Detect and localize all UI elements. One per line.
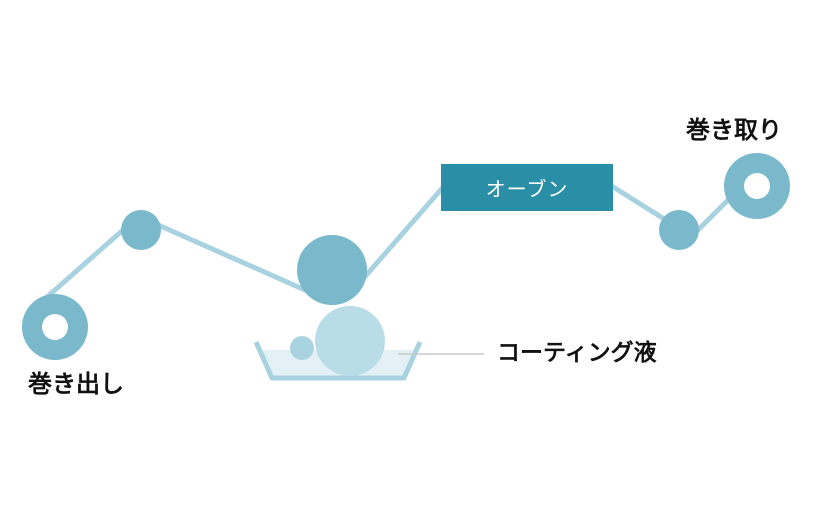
guide-roller-left: [121, 210, 161, 250]
unwind-label: 巻き出し: [28, 370, 124, 398]
rewind-roll: [724, 153, 790, 219]
guide-roller-right: [659, 210, 699, 250]
rewind-label: 巻き取り: [686, 116, 782, 144]
small-pickup-roll: [290, 336, 314, 360]
tray-outline: [253, 340, 423, 381]
oven-label: オーブン: [485, 177, 569, 201]
applicator-roll: [315, 306, 385, 376]
backup-roll: [297, 235, 367, 305]
web-segment-coating-to-oven: [360, 183, 447, 282]
web-segment-oven-to-guide: [608, 182, 671, 225]
oven-rect: [441, 164, 613, 211]
unwind-roll: [22, 294, 88, 360]
web-segment-guide-to-coating: [154, 221, 316, 297]
coating-liquid-label: コーティング液: [497, 340, 657, 366]
web-segment-unwind-to-guide: [36, 220, 134, 307]
